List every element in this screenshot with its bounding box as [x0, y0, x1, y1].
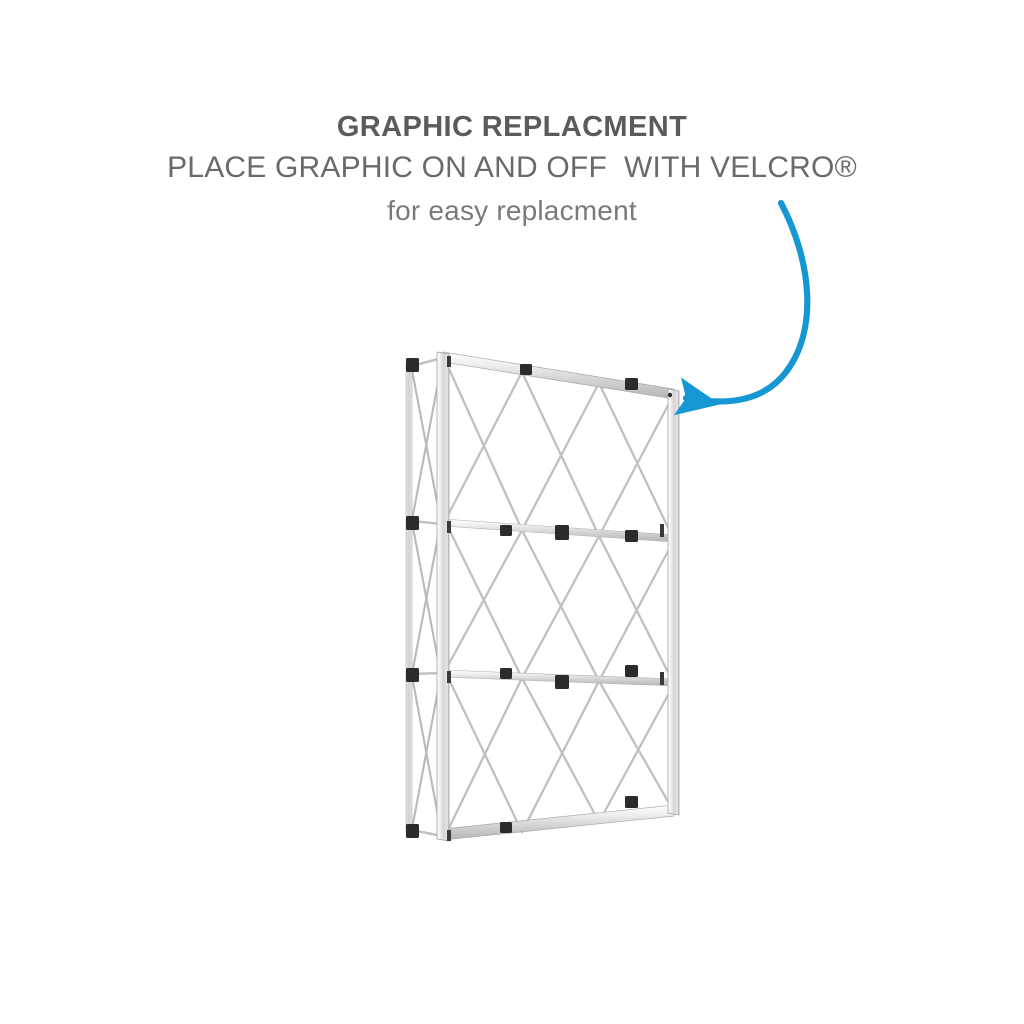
- frame-vertical-posts: [436, 351, 680, 842]
- curved-arrow-icon: [673, 199, 811, 416]
- frame-right-post: [667, 388, 680, 816]
- frame-connector-hubs: [406, 358, 638, 838]
- caption-block: GRAPHIC REPLACMENT PLACE GRAPHIC ON AND …: [0, 108, 1024, 232]
- frame-scissor-lattice: [443, 358, 676, 838]
- frame-top-rail: [442, 351, 675, 400]
- caption-line-3: for easy replacment: [387, 195, 637, 226]
- frame-bottom-rail: [442, 804, 675, 841]
- frame-corner-marker: [667, 392, 673, 398]
- frame-back-left-post: [405, 362, 413, 834]
- frame-rail-end-caps: [447, 356, 664, 841]
- frame-side-lattice: [410, 365, 443, 834]
- frame-left-post: [436, 351, 450, 842]
- page-title: GRAPHIC REPLACMENT: [336, 111, 688, 143]
- caption-line-2: PLACE GRAPHIC ON AND OFF WITH VELCRO®: [167, 151, 857, 184]
